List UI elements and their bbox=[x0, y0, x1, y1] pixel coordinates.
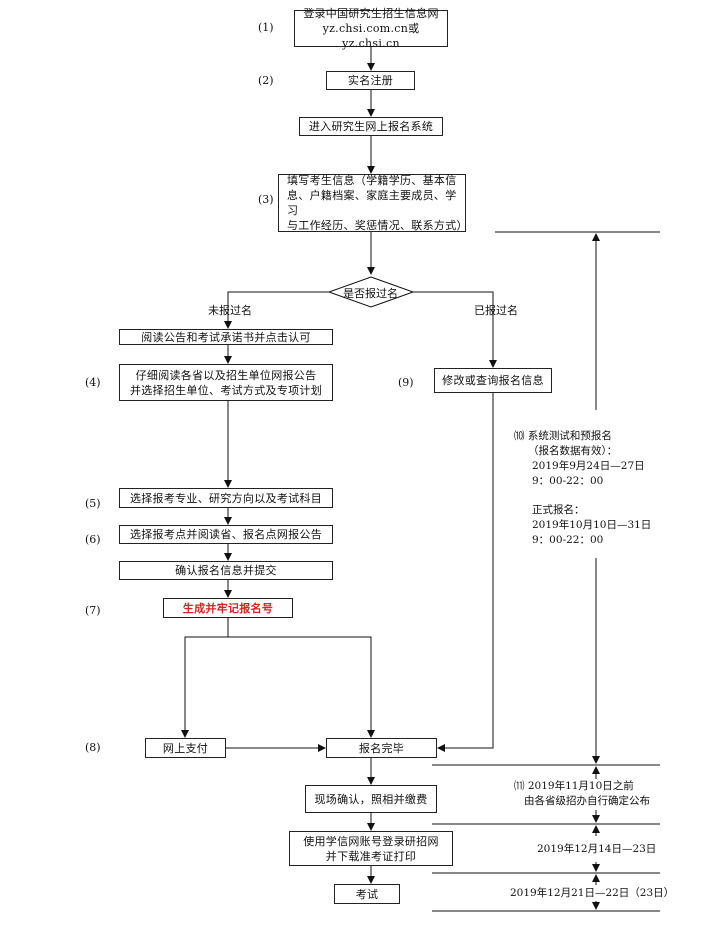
choose-site-label: 选择报考点并阅读省、报名点网报公告 bbox=[129, 528, 323, 541]
confirm-submit-box: 确认报名信息并提交 bbox=[119, 561, 333, 580]
choose-site-box: 选择报考点并阅读省、报名点网报公告 bbox=[119, 525, 333, 544]
step-number-8: (8) bbox=[85, 741, 101, 754]
registration-complete-box: 报名完毕 bbox=[326, 738, 437, 758]
registration-complete-label: 报名完毕 bbox=[358, 741, 405, 755]
read-notice-label: 阅读公告和考试承诺书并点击认可 bbox=[141, 330, 311, 344]
step-number-10: ⑽ bbox=[514, 430, 525, 442]
test-note: （报名数据有效）： bbox=[528, 445, 618, 457]
online-payment-box: 网上支付 bbox=[145, 738, 226, 758]
step-number-3: (3) bbox=[258, 193, 274, 206]
exam-label: 考试 bbox=[355, 887, 379, 901]
formal-title: 正式报名： bbox=[532, 504, 585, 516]
exam-period: 2019年12月21日—22日（23日） bbox=[510, 887, 675, 899]
test-title: 系统测试和预报名 bbox=[527, 430, 612, 442]
fill-info-line-3: 与工作经历、奖惩情况、联系方式） bbox=[287, 219, 468, 232]
print-line-1: 使用学信网账号登录研招网 bbox=[303, 834, 439, 848]
decision-question: 是否报过名 bbox=[343, 287, 398, 300]
confirm-submit-label: 确认报名信息并提交 bbox=[175, 564, 277, 577]
choose-major-box: 选择报考专业、研究方向以及考试科目 bbox=[119, 488, 333, 508]
read-province-line-2: 并选择招生单位、考试方式及专项计划 bbox=[129, 383, 323, 397]
login-line-2: yz.chsi.com.cn或yz.chsi.cn bbox=[322, 22, 420, 50]
fill-info-line-1: 填写考生信息（学籍学历、基本信 bbox=[287, 174, 457, 187]
confirm-note: 由各省级招办自行确定公布 bbox=[524, 795, 650, 807]
formal-date: 2019年10月10日—31日 bbox=[532, 519, 652, 531]
test-time: 9：00-22：00 bbox=[532, 475, 604, 487]
login-website-box: 登录中国研究生招生信息网 yz.chsi.com.cn或yz.chsi.cn bbox=[294, 7, 448, 50]
real-name-register-box: 实名注册 bbox=[326, 71, 415, 90]
read-notice-box: 阅读公告和考试承诺书并点击认可 bbox=[119, 329, 333, 345]
test-date: 2019年9月24日—27日 bbox=[532, 460, 645, 472]
timeline-confirm-block: ⑾ 2019年11月10日之前 由各省级招办自行确定公布 bbox=[514, 779, 650, 809]
confirm-deadline: 2019年11月10日之前 bbox=[527, 780, 634, 792]
step-number-5: (5) bbox=[85, 497, 101, 510]
decision-yes-label: 已报过名 bbox=[474, 304, 518, 317]
fill-info-box: 填写考生信息（学籍学历、基本信 息、户籍档案、家庭主要成员、学习 与工作经历、奖… bbox=[278, 174, 468, 232]
read-province-line-1: 仔细阅读各省以及招生单位网报公告 bbox=[135, 368, 317, 382]
choose-major-label: 选择报考专业、研究方向以及考试科目 bbox=[129, 491, 323, 505]
login-line-1: 登录中国研究生招生信息网 bbox=[303, 7, 439, 20]
enter-system-box: 进入研究生网上报名系统 bbox=[299, 117, 443, 136]
step-number-7: (7) bbox=[85, 604, 101, 617]
step-number-2: (2) bbox=[258, 74, 274, 87]
print-period: 2019年12月14日—23日 bbox=[537, 843, 657, 855]
modify-query-box: 修改或查询报名信息 bbox=[434, 368, 552, 393]
generate-number-label: 生成并牢记报名号 bbox=[182, 601, 274, 615]
onsite-confirm-box: 现场确认，照相并缴费 bbox=[305, 785, 437, 813]
generate-number-box: 生成并牢记报名号 bbox=[163, 598, 293, 618]
online-payment-label: 网上支付 bbox=[162, 741, 209, 755]
formal-time: 9：00-22：00 bbox=[532, 534, 604, 546]
modify-query-label: 修改或查询报名信息 bbox=[442, 374, 544, 387]
step-number-9: (9) bbox=[398, 376, 414, 389]
step-number-1: (1) bbox=[258, 21, 274, 34]
read-province-notice-box: 仔细阅读各省以及招生单位网报公告 并选择招生单位、考试方式及专项计划 bbox=[119, 364, 333, 401]
fill-info-line-2: 息、户籍档案、家庭主要成员、学习 bbox=[287, 189, 457, 217]
print-line-2: 并下载准考证打印 bbox=[325, 849, 417, 863]
onsite-confirm-label: 现场确认，照相并缴费 bbox=[314, 792, 428, 806]
timeline-test-block: ⑽ 系统测试和预报名 （报名数据有效）： 2019年9月24日—27日 9：00… bbox=[514, 429, 651, 548]
print-admission-box: 使用学信网账号登录研招网 并下载准考证打印 bbox=[289, 831, 453, 866]
decision-no-label: 未报过名 bbox=[208, 304, 252, 317]
step-number-6: (6) bbox=[85, 533, 101, 546]
exam-box: 考试 bbox=[334, 884, 400, 904]
enter-system-label: 进入研究生网上报名系统 bbox=[308, 120, 434, 133]
step-number-4: (4) bbox=[85, 376, 101, 389]
step-number-11: ⑾ bbox=[514, 780, 525, 792]
register-label: 实名注册 bbox=[347, 74, 394, 87]
